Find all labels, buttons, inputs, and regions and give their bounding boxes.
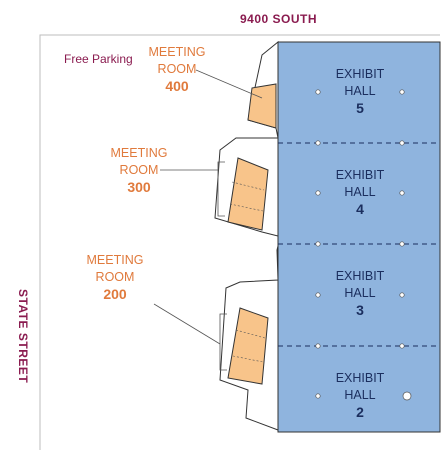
meeting-room-200-shape [227, 307, 269, 385]
meeting-room-400-label: MEETING ROOM 400 [132, 44, 222, 95]
meeting-room-300-line1: MEETING [110, 146, 168, 160]
meeting-room-300-label: MEETING ROOM 300 [94, 145, 184, 196]
bracket-300 [217, 161, 225, 217]
parking-label: Free Parking [64, 52, 133, 66]
meeting-room-400-shape [247, 83, 277, 129]
room-200-partition [235, 329, 266, 339]
exhibit-hall-3-number: 3 [356, 302, 364, 318]
street-label-north: 9400 SOUTH [240, 12, 318, 26]
exhibit-hall-5-number: 5 [356, 100, 364, 116]
exhibit-hall-4-line2: HALL [344, 185, 376, 199]
exhibit-hall-4-line1: EXHIBIT [335, 168, 385, 182]
room-300-partition [229, 203, 264, 212]
leader-line-200 [153, 303, 221, 345]
exhibit-hall-4-label: EXHIBIT HALL 4 [310, 167, 410, 218]
meeting-room-200-line2: ROOM [95, 270, 135, 284]
meeting-room-400-line2: ROOM [157, 62, 197, 76]
leader-line-400 [195, 69, 263, 99]
meeting-room-300-line2: ROOM [119, 163, 159, 177]
exhibit-hall-5-label: EXHIBIT HALL 5 [310, 66, 410, 117]
site-boundary [39, 34, 440, 450]
meeting-room-300-shape [227, 157, 269, 231]
room-300-partition [231, 181, 265, 191]
exhibit-hall-3-label: EXHIBIT HALL 3 [310, 268, 410, 319]
exhibit-hall-5-line2: HALL [344, 84, 376, 98]
meeting-room-300-number: 300 [127, 179, 151, 195]
exhibit-hall-2-line2: HALL [344, 388, 376, 402]
exhibit-hall-2-line1: EXHIBIT [335, 371, 385, 385]
meeting-room-400-number: 400 [165, 78, 189, 94]
exhibit-hall-3-line2: HALL [344, 286, 376, 300]
exhibit-hall-block [277, 41, 441, 433]
meeting-room-200-number: 200 [103, 286, 127, 302]
meeting-room-200-label: MEETING ROOM 200 [70, 252, 160, 303]
column-markers [315, 89, 412, 401]
street-label-west: STATE STREET [16, 289, 30, 384]
exhibit-hall-2-label: EXHIBIT HALL 2 [310, 370, 410, 421]
exhibit-hall-3-line1: EXHIBIT [335, 269, 385, 283]
room-200-partition [232, 355, 264, 363]
exhibit-hall-2-number: 2 [356, 404, 364, 420]
meeting-room-200-line1: MEETING [86, 253, 144, 267]
bracket-200 [219, 313, 227, 371]
exhibit-hall-5-line1: EXHIBIT [335, 67, 385, 81]
meeting-room-400-line1: MEETING [148, 45, 206, 59]
exhibit-hall-4-number: 4 [356, 201, 364, 217]
